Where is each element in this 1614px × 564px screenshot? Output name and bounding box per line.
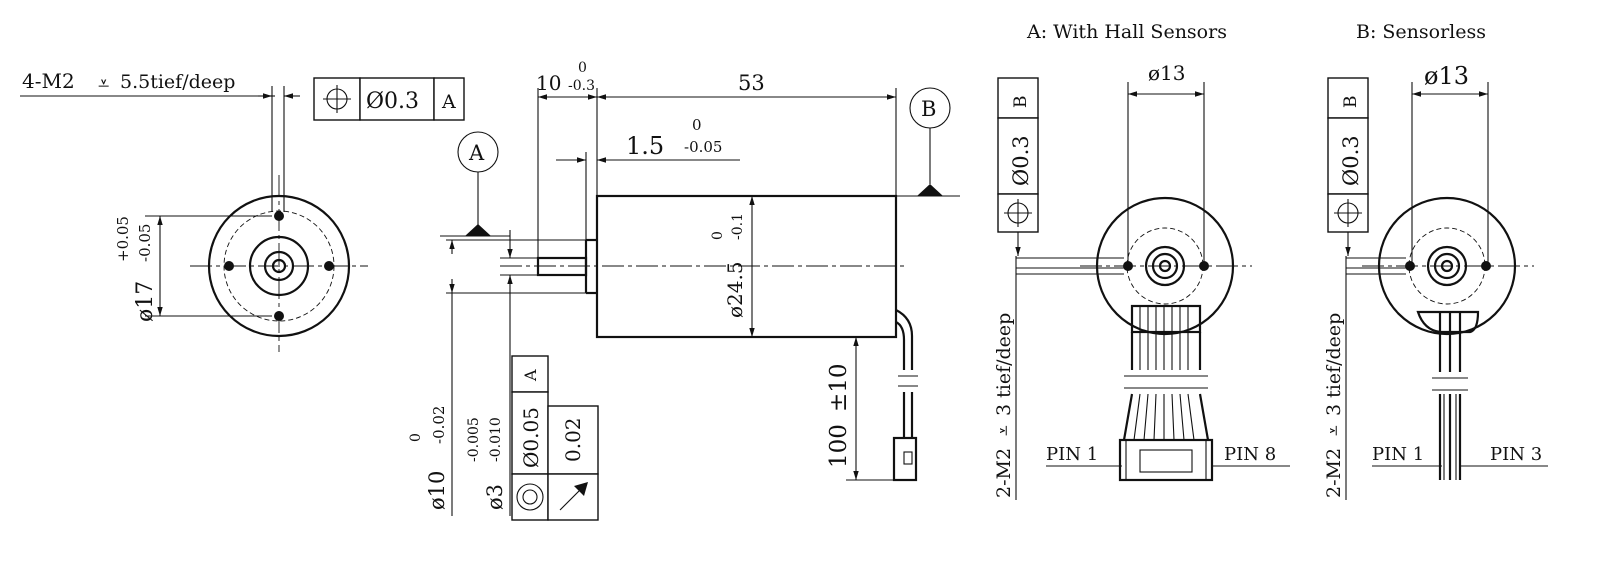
hall-position-tolerance-frame: B Ø0.3 [997, 77, 1039, 233]
position-icon [1334, 199, 1362, 227]
front-diameter: ø17 [133, 281, 158, 322]
concentricity-value: Ø0.05 [519, 407, 543, 468]
front-position-tol-datum: A [441, 91, 456, 113]
runout-value: 0.02 [561, 417, 585, 462]
front-diameter-tol-upper: +0.05 [114, 216, 132, 262]
side-shaft-tol-upper: -0.005 [466, 417, 482, 462]
hall-diameter: ø13 [1148, 61, 1186, 85]
sensorless-pin-first: PIN 1 [1372, 444, 1424, 465]
side-body-diameter: ø24.5 [723, 261, 747, 318]
side-shaft-tol-lower: -0.010 [488, 417, 504, 462]
side-shaft-length: 10 [536, 71, 561, 95]
position-icon [323, 85, 351, 113]
cable-length: 100 [826, 424, 852, 468]
hall-sensor-view: A: With Hall Sensors B Ø0.3 ø13 [993, 21, 1290, 500]
sensorless-position-tol-value: Ø0.3 [1339, 135, 1363, 186]
sensorless-view: B: Sensorless B Ø0.3 ø13 [1323, 21, 1548, 500]
counterbore-depth-symbol: ⩡ [1323, 425, 1345, 436]
hall-position-tol-datum: B [1011, 96, 1031, 109]
counterbore-depth-symbol: ⩡ [993, 425, 1015, 436]
concentricity-tolerance-frame: A Ø0.05 [511, 355, 549, 521]
hall-thread-note: 2-M2 [993, 448, 1015, 498]
sensorless-view-title: B: Sensorless [1356, 21, 1486, 43]
hall-view-title: A: With Hall Sensors [1026, 21, 1227, 43]
runout-arrow-icon [559, 482, 588, 511]
counterbore-depth-symbol: ⩡ [98, 71, 109, 95]
front-position-tolerance-frame: Ø0.3 A [313, 77, 465, 121]
side-pilot-tol-lower: -0.02 [430, 406, 448, 444]
runout-tolerance-frame: 0.02 [547, 405, 599, 521]
hall-pin-first: PIN 1 [1046, 444, 1098, 465]
front-position-tol-value: Ø0.3 [366, 89, 419, 114]
sensorless-diameter: ø13 [1424, 62, 1469, 90]
side-body-diameter-tol-lower: -0.1 [730, 213, 746, 240]
hall-thread-depth: 3 tief/deep [993, 313, 1015, 416]
side-shaft-length-tol-lower: -0.3 [568, 78, 595, 94]
side-flange-tol-lower: -0.05 [684, 138, 722, 156]
sensorless-position-tolerance-frame: B Ø0.3 [1327, 77, 1369, 233]
side-datum-a: A [468, 141, 485, 165]
side-datum-b: B [921, 97, 936, 121]
hall-pin-last: PIN 8 [1224, 444, 1276, 465]
hall-position-tol-value: Ø0.3 [1009, 135, 1033, 186]
side-pilot-diameter: ø10 [425, 471, 449, 510]
front-view: 4-M2 ⩡ 5.5tief/deep Ø0.3 A [20, 69, 465, 352]
side-flange-tol-upper: 0 [692, 116, 702, 134]
side-pilot-tol-upper: 0 [408, 433, 424, 442]
side-shaft-length-tol-upper: 0 [578, 60, 587, 76]
cable-length-tol: ±10 [826, 363, 852, 412]
position-icon [1004, 199, 1032, 227]
side-body-length: 53 [738, 71, 765, 95]
concentricity-datum: A [521, 369, 540, 382]
concentricity-icon [516, 483, 544, 511]
front-thread-note: 4-M2 [22, 69, 75, 93]
side-view: A B 10 0 -0.3 [408, 60, 960, 521]
sensorless-thread-note: 2-M2 [1323, 448, 1345, 498]
front-thread-depth: 5.5tief/deep [120, 71, 235, 93]
side-shaft-diameter: ø3 [483, 484, 507, 510]
sensorless-thread-depth: 3 tief/deep [1323, 313, 1345, 416]
sensorless-pin-last: PIN 3 [1490, 444, 1542, 465]
sensorless-position-tol-datum: B [1341, 96, 1361, 109]
front-diameter-tol-lower: -0.05 [136, 224, 154, 262]
side-body-diameter-tol-upper: 0 [710, 231, 726, 240]
side-flange-thickness: 1.5 [626, 132, 664, 160]
